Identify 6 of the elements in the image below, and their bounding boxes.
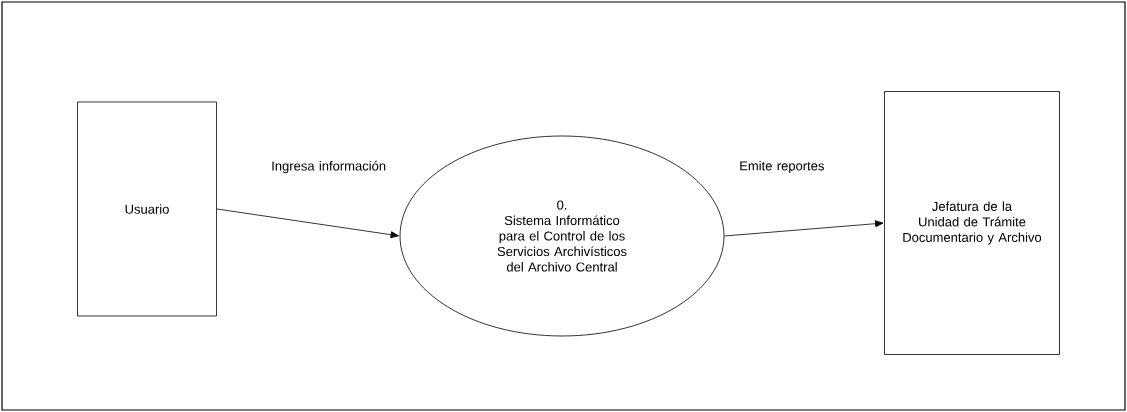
entity-box: Jefatura de la Unidad de Trámite Documentario y Archivo bbox=[884, 91, 1060, 355]
entity-box: Usuario bbox=[77, 101, 217, 317]
edge-label: Ingresa información bbox=[272, 160, 386, 174]
arrow bbox=[724, 220, 884, 237]
arrow bbox=[216, 208, 399, 239]
edge-label: Emite reportes bbox=[740, 160, 824, 174]
